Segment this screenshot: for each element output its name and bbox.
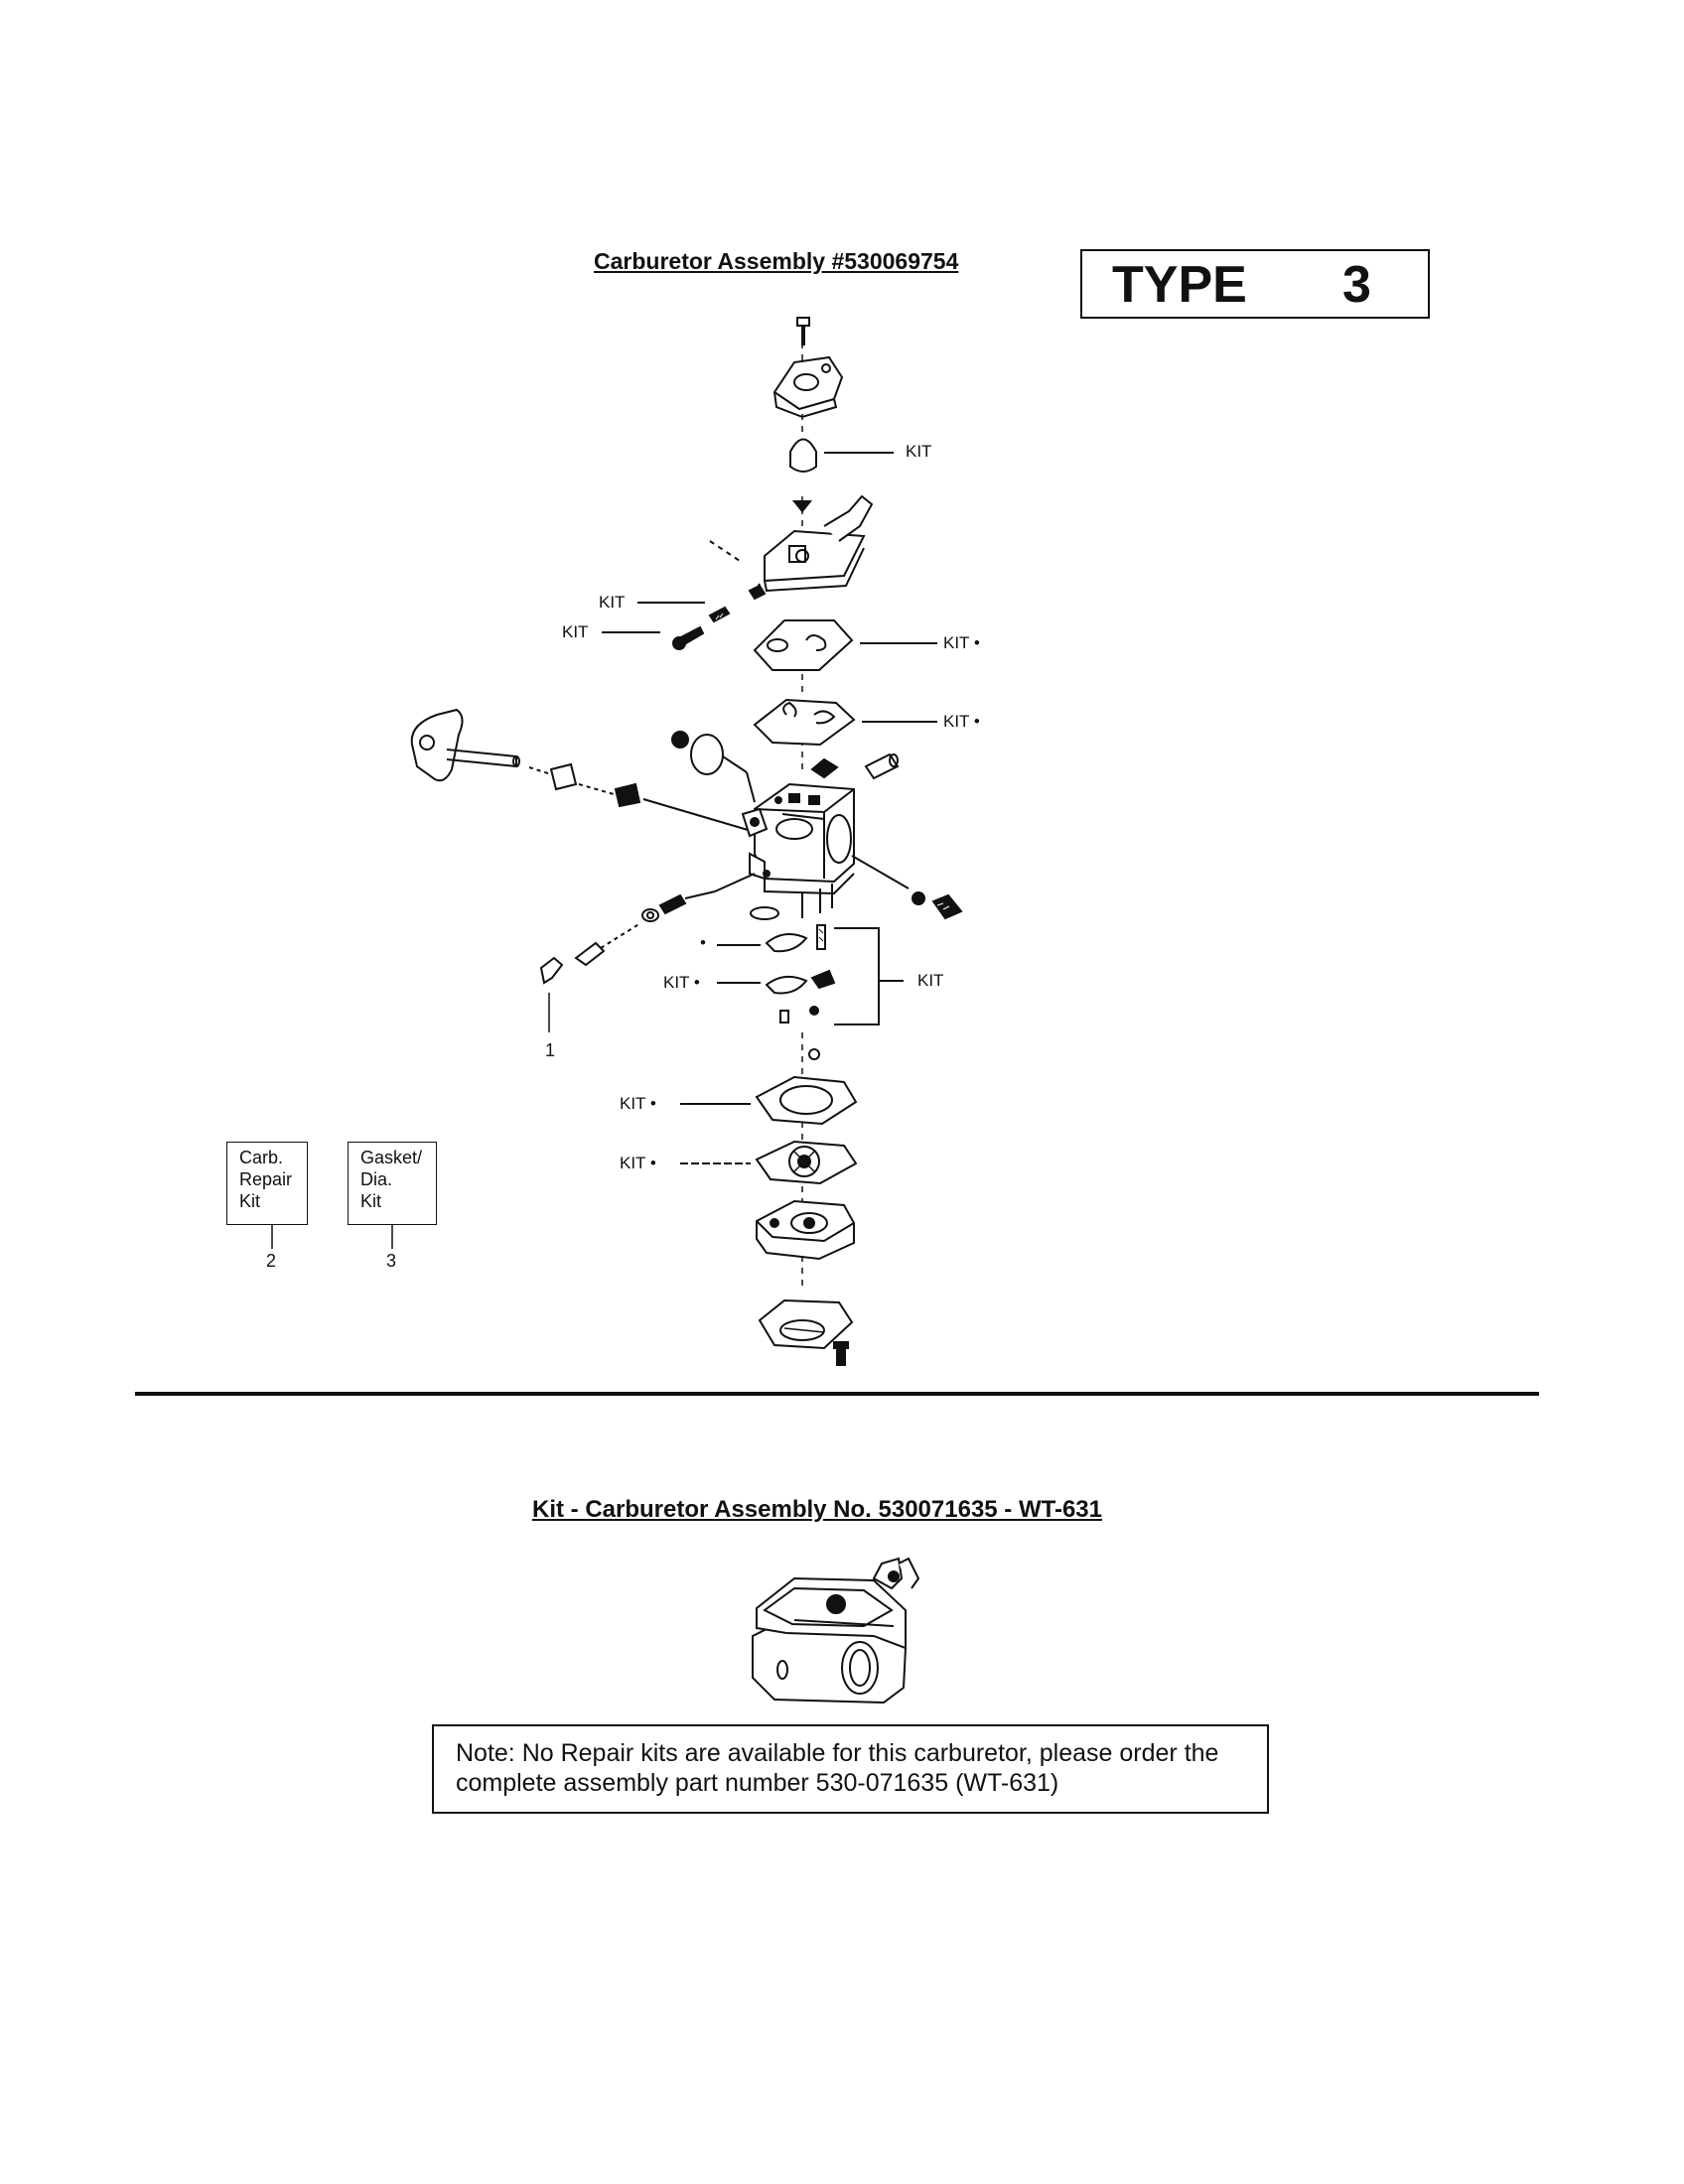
- callout-kit-diaphragm-bottom: KIT •: [620, 1154, 656, 1172]
- metering-cover: [756, 1199, 855, 1261]
- callout-kit-diaphragm-top: KIT •: [943, 712, 980, 731]
- callout-kit-filter: KIT: [906, 442, 932, 461]
- assembly-title: Carburetor Assembly #530069754: [594, 248, 959, 274]
- idle-screw: [912, 891, 963, 920]
- carb-repair-kit-number: 2: [266, 1251, 277, 1271]
- note-box: Note: No Repair kits are available for t…: [432, 1724, 1269, 1814]
- diaphragm-bottom: [755, 1140, 858, 1185]
- spring-kit: [708, 606, 731, 623]
- callout-kit-needle: KIT: [562, 622, 589, 641]
- gasket-top: [753, 619, 854, 671]
- gasket-dia-kit-box: Gasket/ Dia. Kit: [348, 1142, 437, 1225]
- callout-kit-metering-group: KIT: [917, 971, 944, 990]
- pump-body: [748, 494, 874, 601]
- choke-plate: [671, 731, 756, 803]
- kit-section-title: Kit - Carburetor Assembly No. 530071635 …: [532, 1496, 1102, 1523]
- callout-kit-gasket-bottom: KIT •: [620, 1094, 656, 1113]
- kit-carburetor-illustration: [752, 1557, 920, 1705]
- metering-parts: [750, 906, 836, 1060]
- carburetor-body: [741, 782, 855, 918]
- top-screw: [796, 317, 810, 345]
- filter-screen: [789, 438, 817, 473]
- callout-dot-inlet-needle: •: [700, 933, 706, 952]
- mixture-screw: [539, 893, 687, 985]
- small-washer: [791, 500, 813, 513]
- right-fittings: [810, 752, 900, 780]
- cover-plate: [772, 355, 844, 419]
- section-divider: [135, 1392, 1539, 1396]
- type-number: 3: [1342, 256, 1371, 314]
- gasket-dia-kit-number: 3: [386, 1251, 397, 1271]
- callout-ref-1: 1: [545, 1040, 556, 1060]
- type-box: TYPE 3: [1080, 249, 1430, 319]
- callout-kit-gasket-top: KIT •: [943, 633, 980, 652]
- diaphragm-top: [753, 698, 856, 747]
- bottom-screw: [833, 1341, 849, 1366]
- callout-kit-spring: KIT: [599, 593, 626, 612]
- callout-kit-metering-lever: KIT •: [663, 973, 700, 992]
- gasket-bottom: [755, 1075, 858, 1126]
- bottom-cover: [758, 1298, 854, 1350]
- type-label: TYPE: [1112, 256, 1247, 314]
- throttle-lever: [410, 708, 641, 808]
- needle-screw: [672, 625, 705, 650]
- carb-repair-kit-box: Carb. Repair Kit: [226, 1142, 308, 1225]
